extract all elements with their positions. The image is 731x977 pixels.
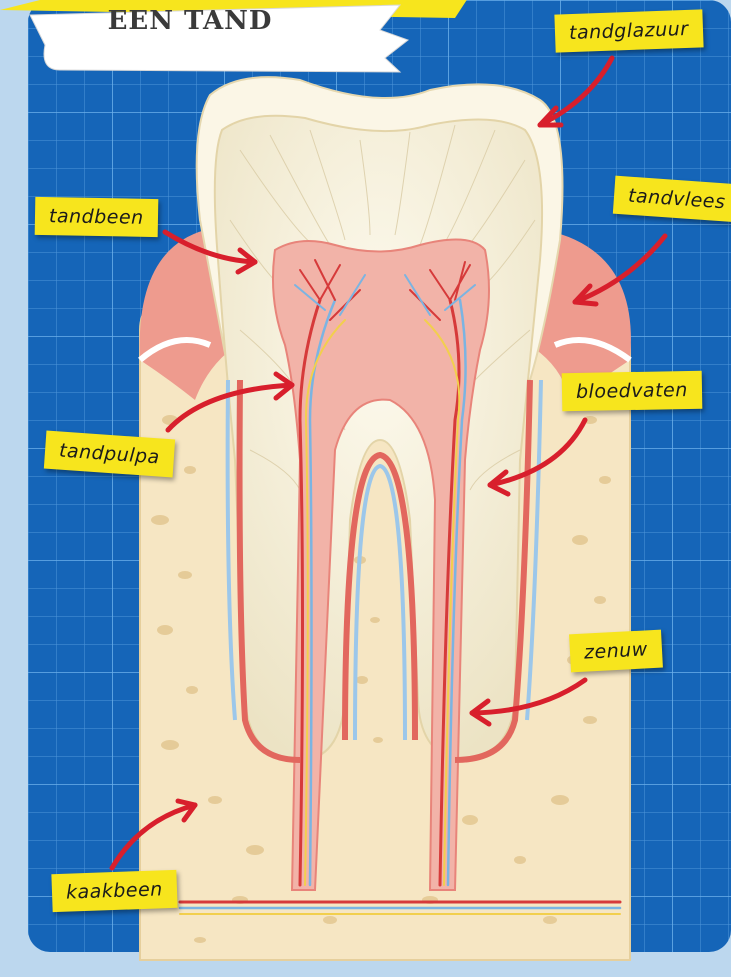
label-zenuw: zenuw bbox=[569, 630, 663, 673]
label-tandbeen: tandbeen bbox=[35, 197, 158, 237]
label-kaakbeen: kaakbeen bbox=[51, 870, 177, 912]
label-tandglazuur: tandglazuur bbox=[554, 9, 703, 52]
page-title: EEN TAND bbox=[60, 6, 320, 36]
label-bloedvaten: bloedvaten bbox=[562, 371, 702, 411]
